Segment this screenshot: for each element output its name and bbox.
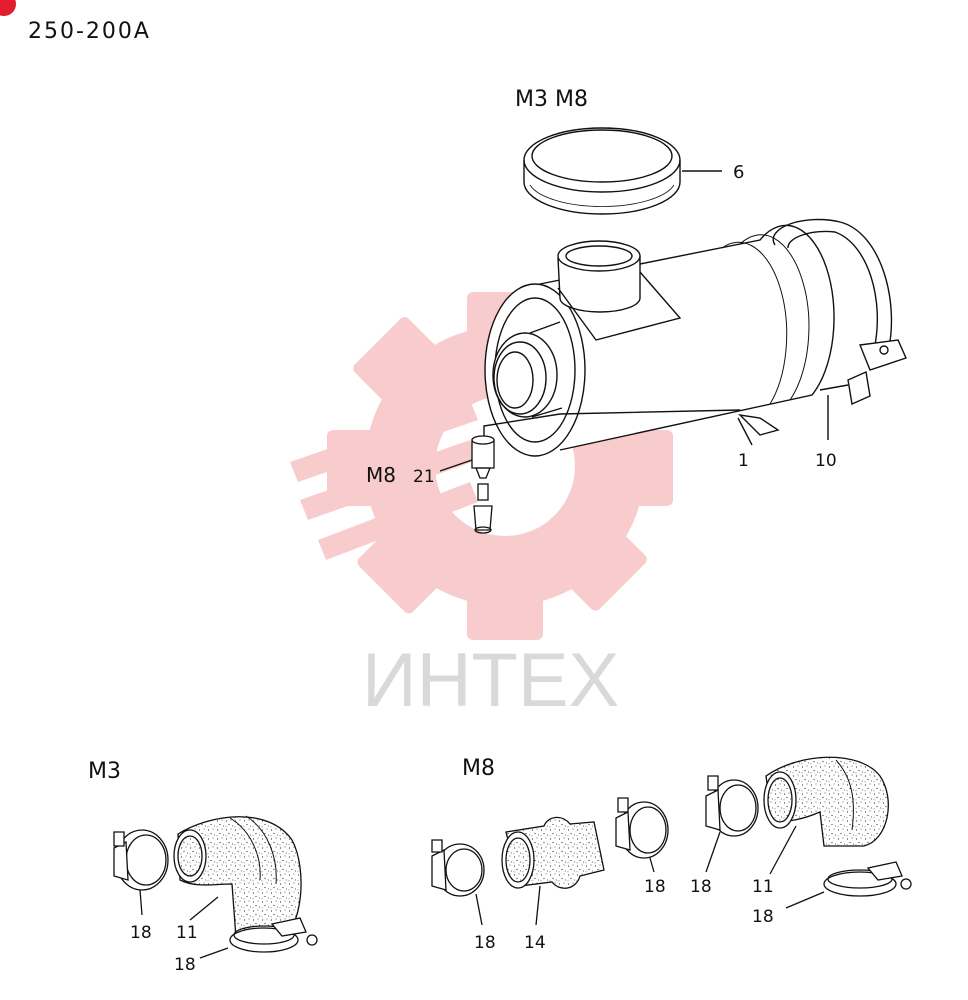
m8-hose-sleeve bbox=[501, 816, 605, 926]
m8-callout-clamp-left: 18 bbox=[474, 933, 496, 953]
watermark-text: ИНТЕХ bbox=[362, 638, 619, 723]
corner-badge bbox=[0, 0, 16, 16]
cover-lid-part-6 bbox=[523, 127, 722, 215]
m3-rubber-elbow bbox=[173, 815, 302, 947]
m3-hose-clamp-bottom bbox=[199, 917, 318, 959]
restriction-indicator-part-21 bbox=[439, 435, 495, 534]
m3-callout-clamp-top: 18 bbox=[130, 923, 152, 943]
section-m3-title: M3 bbox=[88, 759, 121, 784]
m8-callout-clamp-mid: 18 bbox=[644, 877, 666, 897]
air-filter-housing-part-1 bbox=[483, 224, 835, 457]
callout-1: 1 bbox=[738, 451, 749, 471]
callout-6: 6 bbox=[733, 162, 744, 183]
callout-21: 21 bbox=[413, 467, 435, 487]
m3-callout-clamp-bottom: 18 bbox=[174, 955, 196, 975]
m8-callout-clamp-bottom: 18 bbox=[752, 907, 774, 927]
m8-callout-sleeve: 14 bbox=[524, 933, 546, 953]
m8-hose-clamp-right bbox=[705, 775, 759, 873]
diagram-code: 250-200A bbox=[28, 19, 151, 44]
main-group-label: M3 M8 bbox=[515, 87, 588, 112]
m3-callout-elbow: 11 bbox=[176, 923, 198, 943]
m8-callout-clamp-right: 18 bbox=[690, 877, 712, 897]
m8-hose-clamp-bottom bbox=[785, 861, 912, 909]
m3-hose-clamp-top bbox=[113, 829, 169, 916]
m8-hose-clamp-left bbox=[431, 839, 485, 926]
callout-10: 10 bbox=[815, 451, 837, 471]
mounting-strap-part-10 bbox=[772, 218, 907, 440]
section-m8-title: M8 bbox=[462, 756, 495, 781]
m8-hose-clamp-mid bbox=[615, 797, 669, 873]
callout-21-prefix: M8 bbox=[366, 463, 396, 487]
m8-rubber-elbow bbox=[763, 756, 889, 875]
m8-callout-elbow: 11 bbox=[752, 877, 774, 897]
